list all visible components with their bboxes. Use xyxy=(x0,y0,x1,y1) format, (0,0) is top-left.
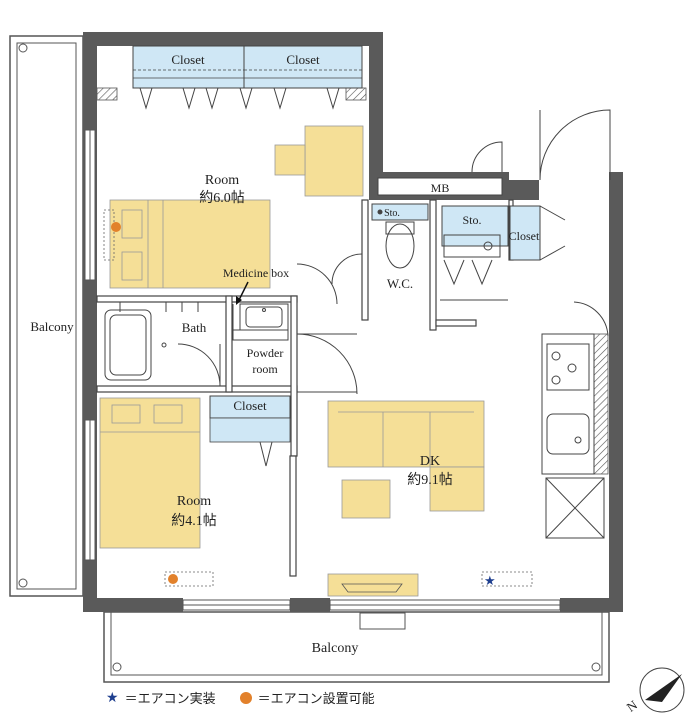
closet-label-south: Closet xyxy=(233,398,267,413)
room-north-size: 約6.0帖 xyxy=(199,190,245,206)
dk-name: DK xyxy=(420,454,440,469)
ac-possible-marker-south xyxy=(168,574,178,584)
powder-room-fixtures xyxy=(232,263,358,395)
balcony-label-west: Balcony xyxy=(30,319,74,334)
balcony-west xyxy=(9,35,84,597)
bed-north xyxy=(109,199,271,289)
bed-south xyxy=(99,397,201,549)
closet-door-marks xyxy=(139,87,340,110)
hatch-ne xyxy=(345,87,367,101)
ac-installed-marker-dk: ★ xyxy=(484,574,496,589)
hatch-nw xyxy=(96,87,118,101)
west-windows xyxy=(84,129,96,561)
closet-north-left xyxy=(132,45,245,89)
room-south-name: Room xyxy=(177,494,211,509)
legend-possible-text: ＝エアコン設置可能 xyxy=(257,692,375,707)
bath-label: Bath xyxy=(182,320,207,335)
wc-label: W.C. xyxy=(387,276,413,291)
legend-star-icon: ★ xyxy=(106,689,119,706)
sto-label-wc: Sto. xyxy=(384,208,400,219)
wc-fixtures xyxy=(371,203,429,269)
ac-possible-marker-north xyxy=(111,222,121,232)
ac-unit-dk xyxy=(481,571,533,587)
south-windows xyxy=(182,599,561,611)
balcony-label-south: Balcony xyxy=(312,641,359,656)
dk-size: 約9.1帖 xyxy=(407,472,453,488)
coffee-table xyxy=(341,479,391,519)
legend: ★ ＝エアコン実装 ＝エアコン設置可能 xyxy=(106,688,375,708)
entrance-doors xyxy=(331,109,611,337)
balcony-south xyxy=(103,611,610,683)
ac-unit-south xyxy=(164,571,214,587)
ac-unit-north xyxy=(103,209,115,261)
tv-stand xyxy=(327,573,419,597)
compass-north-label: N xyxy=(624,697,641,715)
sto-label-entry: Sto. xyxy=(462,213,481,227)
closet-label-entry: Closet xyxy=(509,229,540,243)
legend-dot-icon xyxy=(239,691,252,704)
hatch-kitchen xyxy=(593,333,609,475)
compass: N xyxy=(624,667,685,715)
bath-fixtures xyxy=(104,302,221,387)
interior-walls xyxy=(96,199,514,577)
room-south-size: 約4.1帖 xyxy=(171,513,217,529)
desk-and-chair xyxy=(274,125,364,197)
closet-label-north-right: Closet xyxy=(286,52,320,67)
sto-closet-fixtures xyxy=(441,205,566,286)
closet-north-right xyxy=(243,45,363,89)
closet-south xyxy=(209,395,291,467)
kitchen-counter xyxy=(541,333,605,539)
powder-room-label-line1: Powder xyxy=(247,346,284,360)
mb-label: MB xyxy=(431,181,450,195)
sofa xyxy=(327,400,485,512)
medicine-box-label: Medicine box xyxy=(223,266,289,280)
legend-installed-text: ＝エアコン実装 xyxy=(124,692,216,707)
powder-room-label-line2: room xyxy=(252,362,278,376)
room-north-name: Room xyxy=(205,173,239,188)
closet-label-north-left: Closet xyxy=(171,52,205,67)
